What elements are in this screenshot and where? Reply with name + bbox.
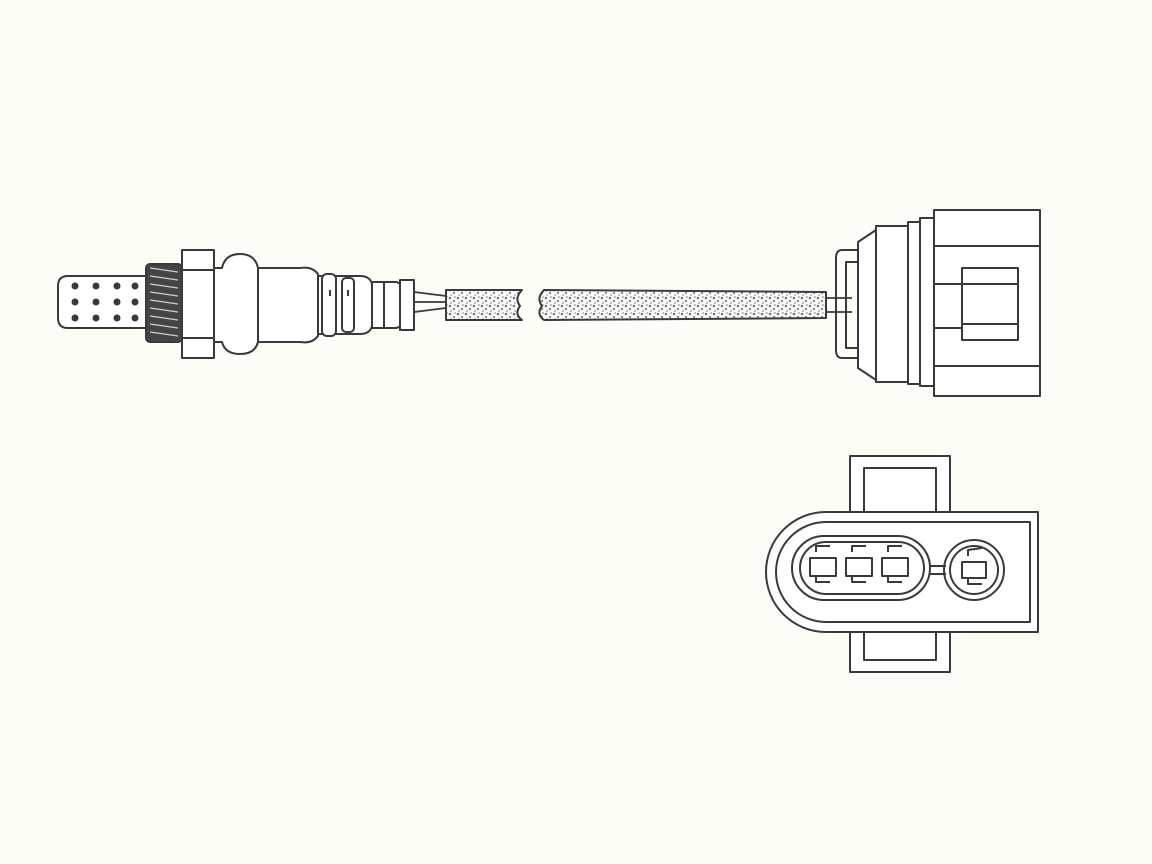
connector-boot [857, 229, 877, 381]
face-latch-top [849, 455, 951, 517]
probe-tip [57, 275, 151, 329]
cable-end-wires [826, 297, 852, 313]
cable-segment-right [538, 289, 827, 321]
probe-body [213, 253, 319, 355]
probe-hex-nut [181, 249, 215, 359]
pin-3 [881, 545, 909, 583]
connector-ring-3 [919, 217, 935, 387]
connector-face-view [765, 455, 1039, 673]
cable-segment-left [445, 289, 523, 321]
pin-1 [809, 545, 837, 583]
connector-side-view [835, 209, 1041, 397]
face-latch-bottom [849, 627, 951, 673]
exposed-wires [413, 291, 447, 313]
sensor-probe [57, 249, 447, 359]
pin-2 [845, 545, 873, 583]
connector-front-ring [875, 225, 909, 383]
connector-window [961, 267, 1019, 341]
probe-holes [71, 282, 139, 322]
connector-ring-2 [907, 221, 921, 385]
connector-latch [835, 249, 858, 359]
thread-lines [149, 267, 179, 337]
braided-cable [445, 289, 852, 321]
probe-collar [399, 279, 415, 331]
pin-4 [961, 547, 987, 585]
